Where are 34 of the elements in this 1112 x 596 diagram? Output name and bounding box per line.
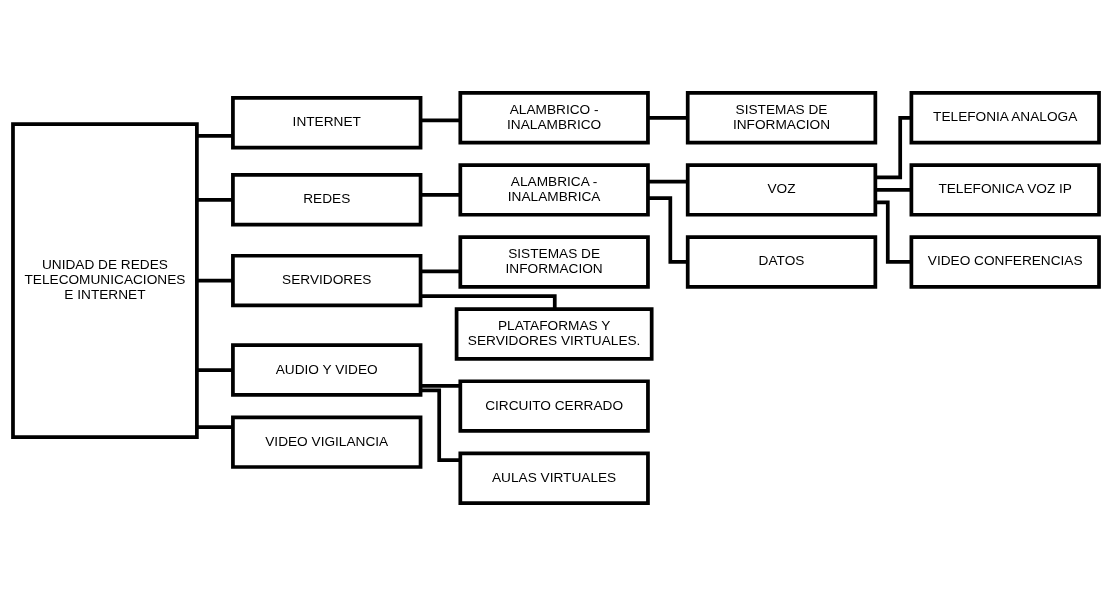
node-box: SERVIDORES — [231, 253, 423, 308]
connector — [197, 368, 233, 372]
node-box: TELEFONICA VOZ IP — [909, 163, 1101, 217]
node-box: VOZ — [685, 163, 878, 217]
connector — [875, 188, 912, 192]
connector — [648, 115, 688, 120]
connector — [197, 197, 233, 202]
node-box: ALAMBRICO - INALAMBRICO — [458, 91, 650, 145]
connector — [875, 115, 912, 180]
node-box: PLATAFORMAS Y SERVIDORES VIRTUALES. — [454, 307, 654, 361]
node-box: CIRCUITO CERRADO — [458, 379, 650, 433]
connector — [420, 193, 461, 197]
connector — [648, 196, 688, 264]
connector — [420, 118, 461, 123]
connector — [420, 269, 461, 274]
node-box: VIDEO VIGILANCIA — [231, 415, 423, 469]
node-box: REDES — [231, 173, 423, 227]
node-box: SISTEMAS DE INFORMACION — [685, 91, 878, 145]
node-box: AULAS VIRTUALES — [458, 451, 650, 505]
node-box: VIDEO CONFERENCIAS — [909, 235, 1101, 289]
connector — [875, 200, 911, 264]
node-box: INTERNET — [231, 96, 423, 150]
node-box: DATOS — [685, 235, 878, 289]
connector — [648, 179, 688, 184]
node-box: SISTEMAS DE INFORMACION — [458, 235, 650, 289]
connector — [197, 278, 233, 283]
connector — [420, 383, 461, 388]
connector — [197, 133, 233, 138]
node-box: ALAMBRICA - INALAMBRICA — [458, 163, 650, 217]
node-box: TELEFONIA ANALOGA — [909, 91, 1101, 145]
node-box: AUDIO Y VIDEO — [231, 343, 423, 397]
node-box: UNIDAD DE REDES TELECOMUNICACIONES E INTERNET — [11, 122, 199, 440]
connector — [197, 425, 233, 430]
connector — [420, 294, 557, 309]
